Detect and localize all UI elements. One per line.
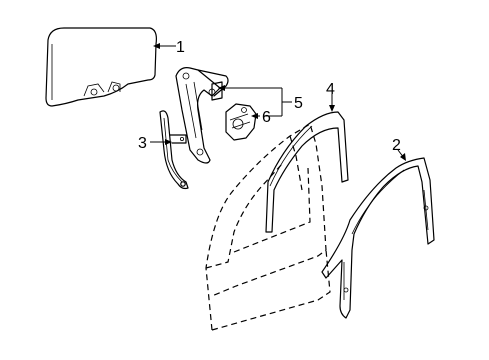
callout-1: 1 (176, 39, 185, 56)
callout-2: 2 (392, 137, 401, 154)
callout-3: 3 (138, 135, 147, 152)
guide-channel (159, 110, 189, 190)
window-motor (225, 103, 257, 141)
door-outline (205, 123, 331, 331)
callout-4: 4 (326, 81, 335, 98)
callout-leaders (150, 43, 406, 161)
door-weatherstrip (265, 111, 349, 233)
window-regulator (175, 67, 229, 164)
door-glass (45, 27, 157, 107)
callout-5: 5 (294, 95, 303, 112)
body-weatherstrip (321, 157, 435, 319)
callout-6: 6 (262, 109, 271, 126)
